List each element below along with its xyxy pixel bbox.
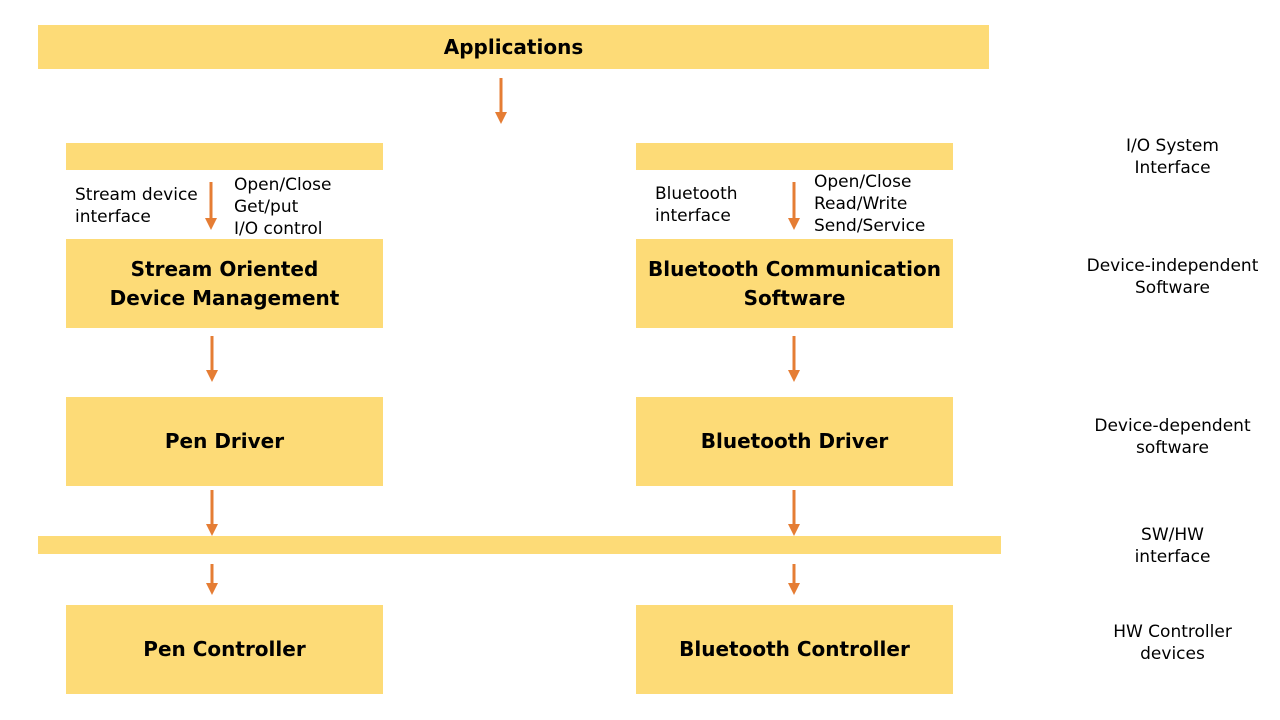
arrow-down-icon [206, 564, 218, 595]
arrow-down-icon [788, 182, 800, 230]
layer-hw-controller-label: HW Controller devices [1113, 622, 1232, 664]
arrow-down-icon [788, 336, 800, 382]
arrow-down-icon [206, 490, 218, 536]
stream-device-management-label: Stream Oriented Device Management [109, 256, 340, 310]
bluetooth-driver-label: Bluetooth Driver [700, 429, 889, 453]
pen-controller-box: Pen Controller [66, 605, 383, 694]
applications-box: Applications [38, 25, 989, 69]
right-io-interface-bar [636, 143, 953, 170]
bluetooth-controller-label: Bluetooth Controller [679, 637, 910, 661]
arrow-down-icon [788, 490, 800, 536]
bluetooth-communication-label: Bluetooth Communication Software [648, 256, 941, 310]
pen-driver-box: Pen Driver [66, 397, 383, 486]
pen-driver-label: Pen Driver [164, 429, 285, 453]
layer-sw-hw-label: SW/HW interface [1134, 525, 1211, 567]
bluetooth-driver-box: Bluetooth Driver [636, 397, 953, 486]
arrow-down-icon [788, 564, 800, 595]
layer-device-independent-label: Device-independent Software [1086, 256, 1259, 298]
bluetooth-communication-box: Bluetooth Communication Software [636, 239, 953, 328]
arrow-down-icon [206, 336, 218, 382]
arrow-down-icon [205, 182, 217, 230]
stream-device-interface-label: Stream device interface [75, 185, 198, 227]
stream-device-management-box: Stream Oriented Device Management [66, 239, 383, 328]
bluetooth-controller-box: Bluetooth Controller [636, 605, 953, 694]
applications-label: Applications [443, 34, 584, 59]
bluetooth-operations-label: Open/Close Read/Write Send/Service [814, 172, 926, 236]
pen-controller-label: Pen Controller [143, 637, 306, 661]
layer-io-system-label: I/O System Interface [1126, 136, 1219, 178]
arrow-down-icon [495, 78, 507, 124]
layer-device-dependent-label: Device-dependent software [1094, 416, 1251, 458]
stream-operations-label: Open/Close Get/put I/O control [234, 175, 332, 239]
sw-hw-interface-bar [38, 536, 1001, 554]
bluetooth-interface-label: Bluetooth interface [655, 184, 738, 226]
left-io-interface-bar [66, 143, 383, 170]
